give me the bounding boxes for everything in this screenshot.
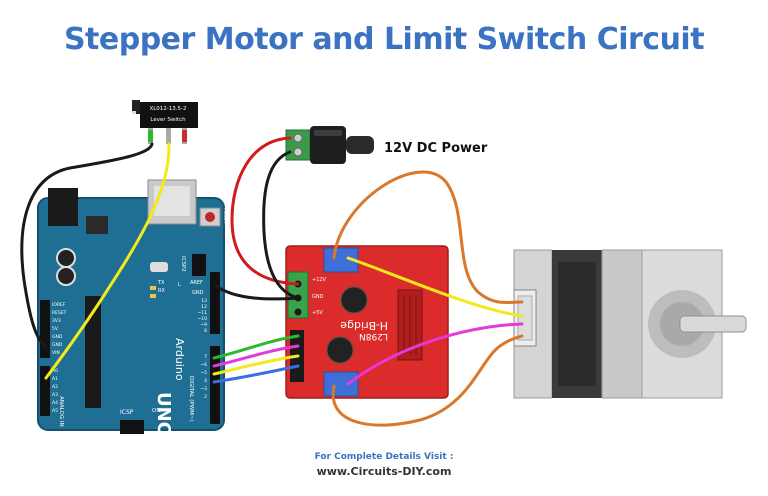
wire-yellow-coil-a2 (346, 256, 524, 318)
wire-green-signal (212, 334, 300, 360)
driver-gnd-text: GND (312, 294, 324, 300)
pin-label: ~10 (198, 316, 208, 322)
arduino-tx-text: TX (157, 280, 165, 286)
arduino-analog-header-text: ANALOG IN (58, 396, 64, 427)
wire-black-gnd-arduino (214, 284, 300, 301)
pin-label: A1 (52, 376, 58, 382)
motor-b-terminal (323, 371, 359, 397)
driver-12v-text: +12V (312, 277, 327, 283)
arduino-analog-pin-labels: A0 A1 A2 A3 A4 A5 (52, 368, 58, 414)
wire-magenta-signal (212, 344, 300, 368)
wire-yellow-switch (44, 142, 171, 380)
switch-name-text: Lever Switch (150, 117, 186, 123)
pin-label: 3V3 (52, 318, 61, 324)
arduino-gnd-text: GND (192, 290, 204, 296)
arduino-digital-pin-labels-bottom: 7 ~6 ~5 4 ~3 2 (200, 354, 207, 400)
pin-label: 12 (201, 304, 207, 310)
wires (20, 136, 524, 427)
pin-label: ~9 (200, 322, 207, 328)
pin-label: ~5 (200, 370, 207, 376)
pin-label: 8 (204, 328, 207, 334)
stepper-motor (513, 249, 747, 399)
digital-header-bottom (210, 346, 220, 424)
wire-blue-signal (212, 364, 300, 384)
pin-label: RESET (52, 310, 67, 316)
footer-visit-text: For Complete Details Visit : (314, 452, 454, 462)
capacitor (340, 286, 368, 314)
footer-website-link[interactable]: www.Circuits-DIY.com (316, 465, 452, 478)
diagram-title: Stepper Motor and Limit Switch Circuit (63, 22, 705, 57)
wire-orange-coil-a1 (332, 170, 524, 305)
arduino-reset-text: RESET (222, 208, 228, 225)
pin-label: VIN (52, 350, 60, 356)
capacitor (56, 248, 76, 268)
pin-label: A0 (52, 368, 58, 374)
lever-limit-switch: XL012-13.5-2 Lever Switch (132, 100, 198, 144)
motor-shaft (679, 315, 747, 333)
power-header (40, 300, 50, 358)
power-label: 12V DC Power (384, 141, 488, 156)
driver-name-text: H-Bridge (340, 319, 388, 332)
pin-label: 4 (204, 378, 207, 384)
arduino-on-text: ON (152, 408, 160, 414)
pin-label: GND (52, 342, 63, 348)
pin-label: ~6 (200, 362, 207, 368)
pin-label: 7 (204, 354, 207, 360)
pin-label: ~3 (200, 386, 207, 392)
capacitor (326, 336, 354, 364)
pin-label: 2 (204, 394, 207, 400)
arduino-l-text: L (178, 282, 181, 288)
arduino-rx-text: RX (158, 288, 165, 294)
icsp-header (120, 420, 144, 434)
arduino-icsp2-text: ICSP2 (180, 256, 186, 272)
driver-chip-text: L298N (359, 331, 388, 341)
arduino-model-text: UNO (153, 392, 174, 437)
arduino-uno-board: Arduino UNO DIGITAL (PWM~) ANALOG IN ICS… (37, 179, 228, 437)
pin-label: A4 (52, 400, 58, 406)
wire-red-12v (230, 136, 300, 286)
arduino-digital-pin-labels-top: 13 12 ~11 ~10 ~9 8 (198, 298, 208, 334)
dc-barrel-jack (48, 188, 78, 226)
pin-label: ~11 (198, 310, 208, 316)
pin-label: 5V (52, 326, 59, 332)
pin-label: A3 (52, 392, 58, 398)
arduino-power-pin-labels: IOREF RESET 3V3 5V GND GND VIN (52, 302, 67, 356)
wire-yellow-signal (212, 354, 300, 376)
wire-black-gnd-supply (262, 150, 300, 300)
pin-label: IOREF (52, 302, 66, 308)
pin-label: A5 (52, 408, 58, 414)
capacitor (56, 266, 76, 286)
atmega-chip (85, 296, 101, 408)
pin-label: A2 (52, 384, 58, 390)
arduino-icsp-text: ICSP (120, 409, 134, 416)
analog-header (40, 366, 50, 416)
arduino-brand-text: Arduino (173, 338, 186, 381)
driver-5v-text: +5V (312, 310, 323, 316)
pin-label: 13 (201, 298, 207, 304)
wire-orange-coil-b2 (331, 334, 524, 427)
arduino-digital-header-text: DIGITAL (PWM~) (188, 376, 194, 422)
arduino-aref-text: AREF (190, 280, 203, 286)
digital-header-top (210, 272, 220, 334)
wire-magenta-coil-b1 (346, 322, 524, 386)
dc-power-jack (285, 126, 374, 164)
wire-black-switch (20, 142, 154, 348)
pin-label: GND (52, 334, 63, 340)
l298n-driver-board: L298N H-Bridge +12V GND +5V (285, 245, 449, 399)
switch-model-text: XL012-13.5-2 (149, 106, 186, 112)
